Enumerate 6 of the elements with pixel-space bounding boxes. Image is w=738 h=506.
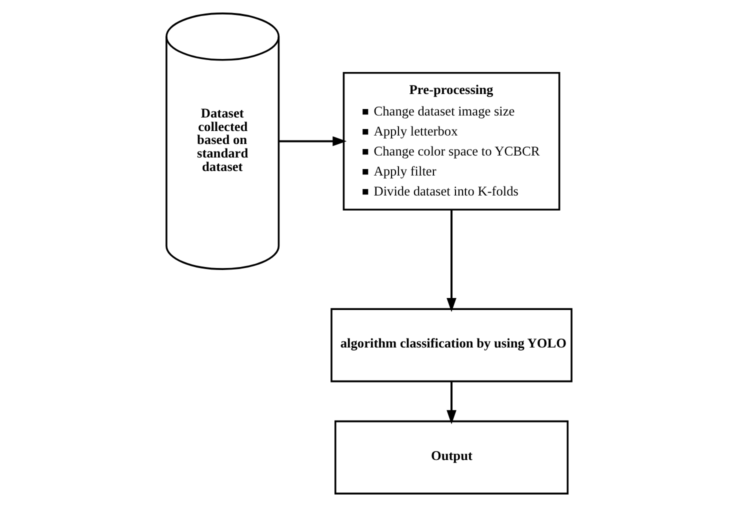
node-box: algorithm classification by using YOLO (330, 308, 572, 382)
arrow (446, 209, 456, 312)
arrow (278, 136, 347, 146)
node-box: Output (334, 420, 569, 494)
arrow (446, 380, 456, 424)
node-box: Pre-processing Change dataset image size Apply letterbox Change color space to YCBCR Apply filter Divide dataset into K-folds (342, 72, 560, 210)
